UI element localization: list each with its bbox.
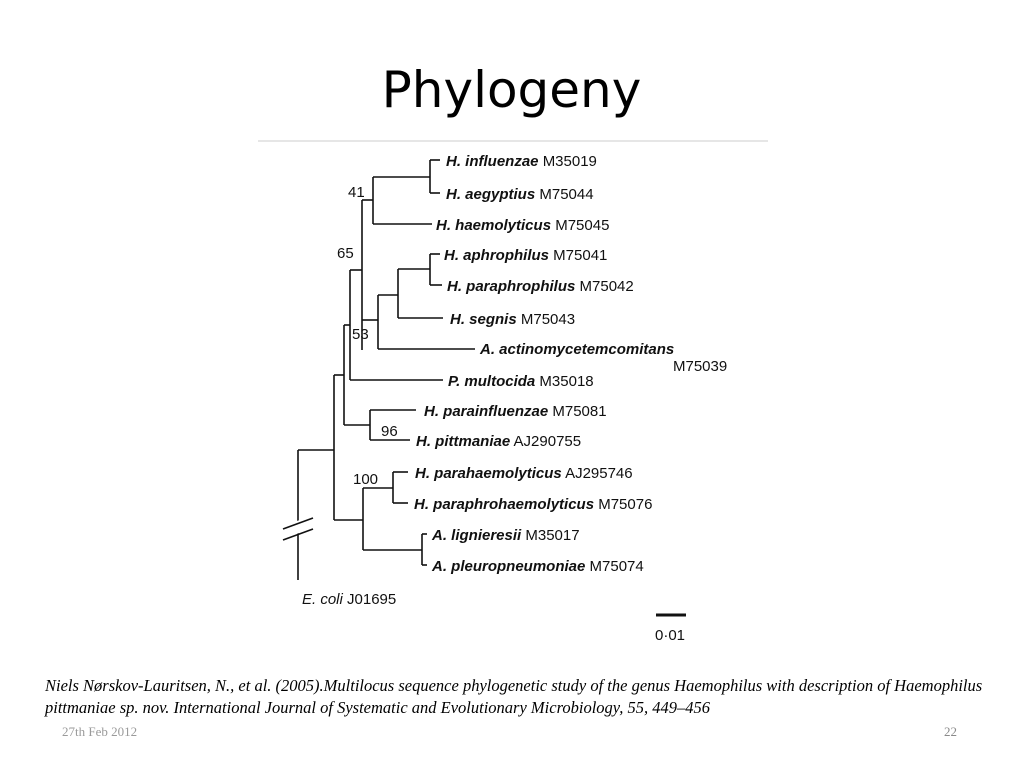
scale-bar-label: 0·01 xyxy=(655,627,685,644)
phylogenetic-tree-figure: H. influenzae M35019 H. aegyptius M75044… xyxy=(258,140,768,645)
accession-number: M35017 xyxy=(525,527,579,544)
species-name: H. parainfluenzae xyxy=(424,403,548,420)
leaf-label: H. parahaemolyticus AJ295746 xyxy=(415,465,633,482)
bootstrap-value: 53 xyxy=(352,326,369,343)
tree-branches xyxy=(297,159,686,617)
accession-number: M75044 xyxy=(539,186,593,203)
branch-break-mark xyxy=(282,528,314,541)
species-name: H. influenzae xyxy=(446,153,539,170)
outgroup-label: E. coli J01695 xyxy=(302,591,396,608)
leaf-label: H. influenzae M35019 xyxy=(446,153,597,170)
leaf-label: A. lignieresii M35017 xyxy=(431,527,580,544)
species-name: A. pleuropneumoniae xyxy=(431,558,585,575)
page-number: 22 xyxy=(944,724,957,739)
leaf-labels: H. influenzae M35019 H. aegyptius M75044… xyxy=(302,153,727,608)
species-name: H. parahaemolyticus xyxy=(415,465,562,482)
leaf-label: H. paraphrohaemolyticus M75076 xyxy=(414,496,652,513)
accession-number: M75045 xyxy=(555,217,609,234)
bootstrap-value: 96 xyxy=(381,423,398,440)
leaf-label: A. pleuropneumoniae M75074 xyxy=(431,558,644,575)
leaf-label: H. aphrophilus M75041 xyxy=(444,247,607,264)
leaf-label: H. parainfluenzae M75081 xyxy=(424,403,607,420)
bootstrap-value: 41 xyxy=(348,184,365,201)
citation-text: Niels Nørskov-Lauritsen, N., et al. (200… xyxy=(45,676,983,717)
leaf-label: H. segnis M75043 xyxy=(450,311,575,328)
accession-number: AJ295746 xyxy=(565,465,633,482)
accession-number: M75039 xyxy=(673,358,727,375)
species-name: P. multocida xyxy=(448,373,535,390)
species-name: H. paraphrohaemolyticus xyxy=(414,496,594,513)
species-name: H. pittmaniae xyxy=(416,433,510,450)
species-name: H. aphrophilus xyxy=(444,247,549,264)
accession-number: M75041 xyxy=(553,247,607,264)
species-name: H. segnis xyxy=(450,311,517,328)
bootstrap-value: 65 xyxy=(337,245,354,262)
accession-number: M35018 xyxy=(539,373,593,390)
accession-number: J01695 xyxy=(347,591,396,608)
accession-number: AJ290755 xyxy=(514,433,582,450)
leaf-label: H. aegyptius M75044 xyxy=(446,186,594,203)
leaf-label: H. paraphrophilus M75042 xyxy=(447,278,634,295)
accession-number: M75043 xyxy=(521,311,575,328)
accession-number: M75042 xyxy=(580,278,634,295)
branch-break-mark xyxy=(282,517,314,530)
species-name: H. paraphrophilus xyxy=(447,278,575,295)
accession-number: M75081 xyxy=(552,403,606,420)
species-name: H. aegyptius xyxy=(446,186,535,203)
leaf-label: P. multocida M35018 xyxy=(448,373,594,390)
footer-date: 27th Feb 2012 xyxy=(62,724,138,739)
accession-number: M75074 xyxy=(590,558,644,575)
leaf-label: H. pittmaniae AJ290755 xyxy=(416,433,581,450)
species-name: A. lignieresii xyxy=(431,527,522,544)
accession-number: M75076 xyxy=(598,496,652,513)
branch-break-gap xyxy=(281,516,315,538)
species-name: H. haemolyticus xyxy=(436,217,551,234)
species-name: E. coli xyxy=(302,591,344,608)
phylogenetic-tree: H. influenzae M35019 H. aegyptius M75044… xyxy=(281,153,727,644)
accession-number: M35019 xyxy=(543,153,597,170)
species-name: A. actinomycetemcomitans xyxy=(479,341,674,358)
slide-title: Phylogeny xyxy=(381,61,642,119)
bootstrap-value: 100 xyxy=(353,471,378,488)
leaf-label: H. haemolyticus M75045 xyxy=(436,217,609,234)
bootstrap-values: 41 65 53 96 100 xyxy=(337,184,398,488)
